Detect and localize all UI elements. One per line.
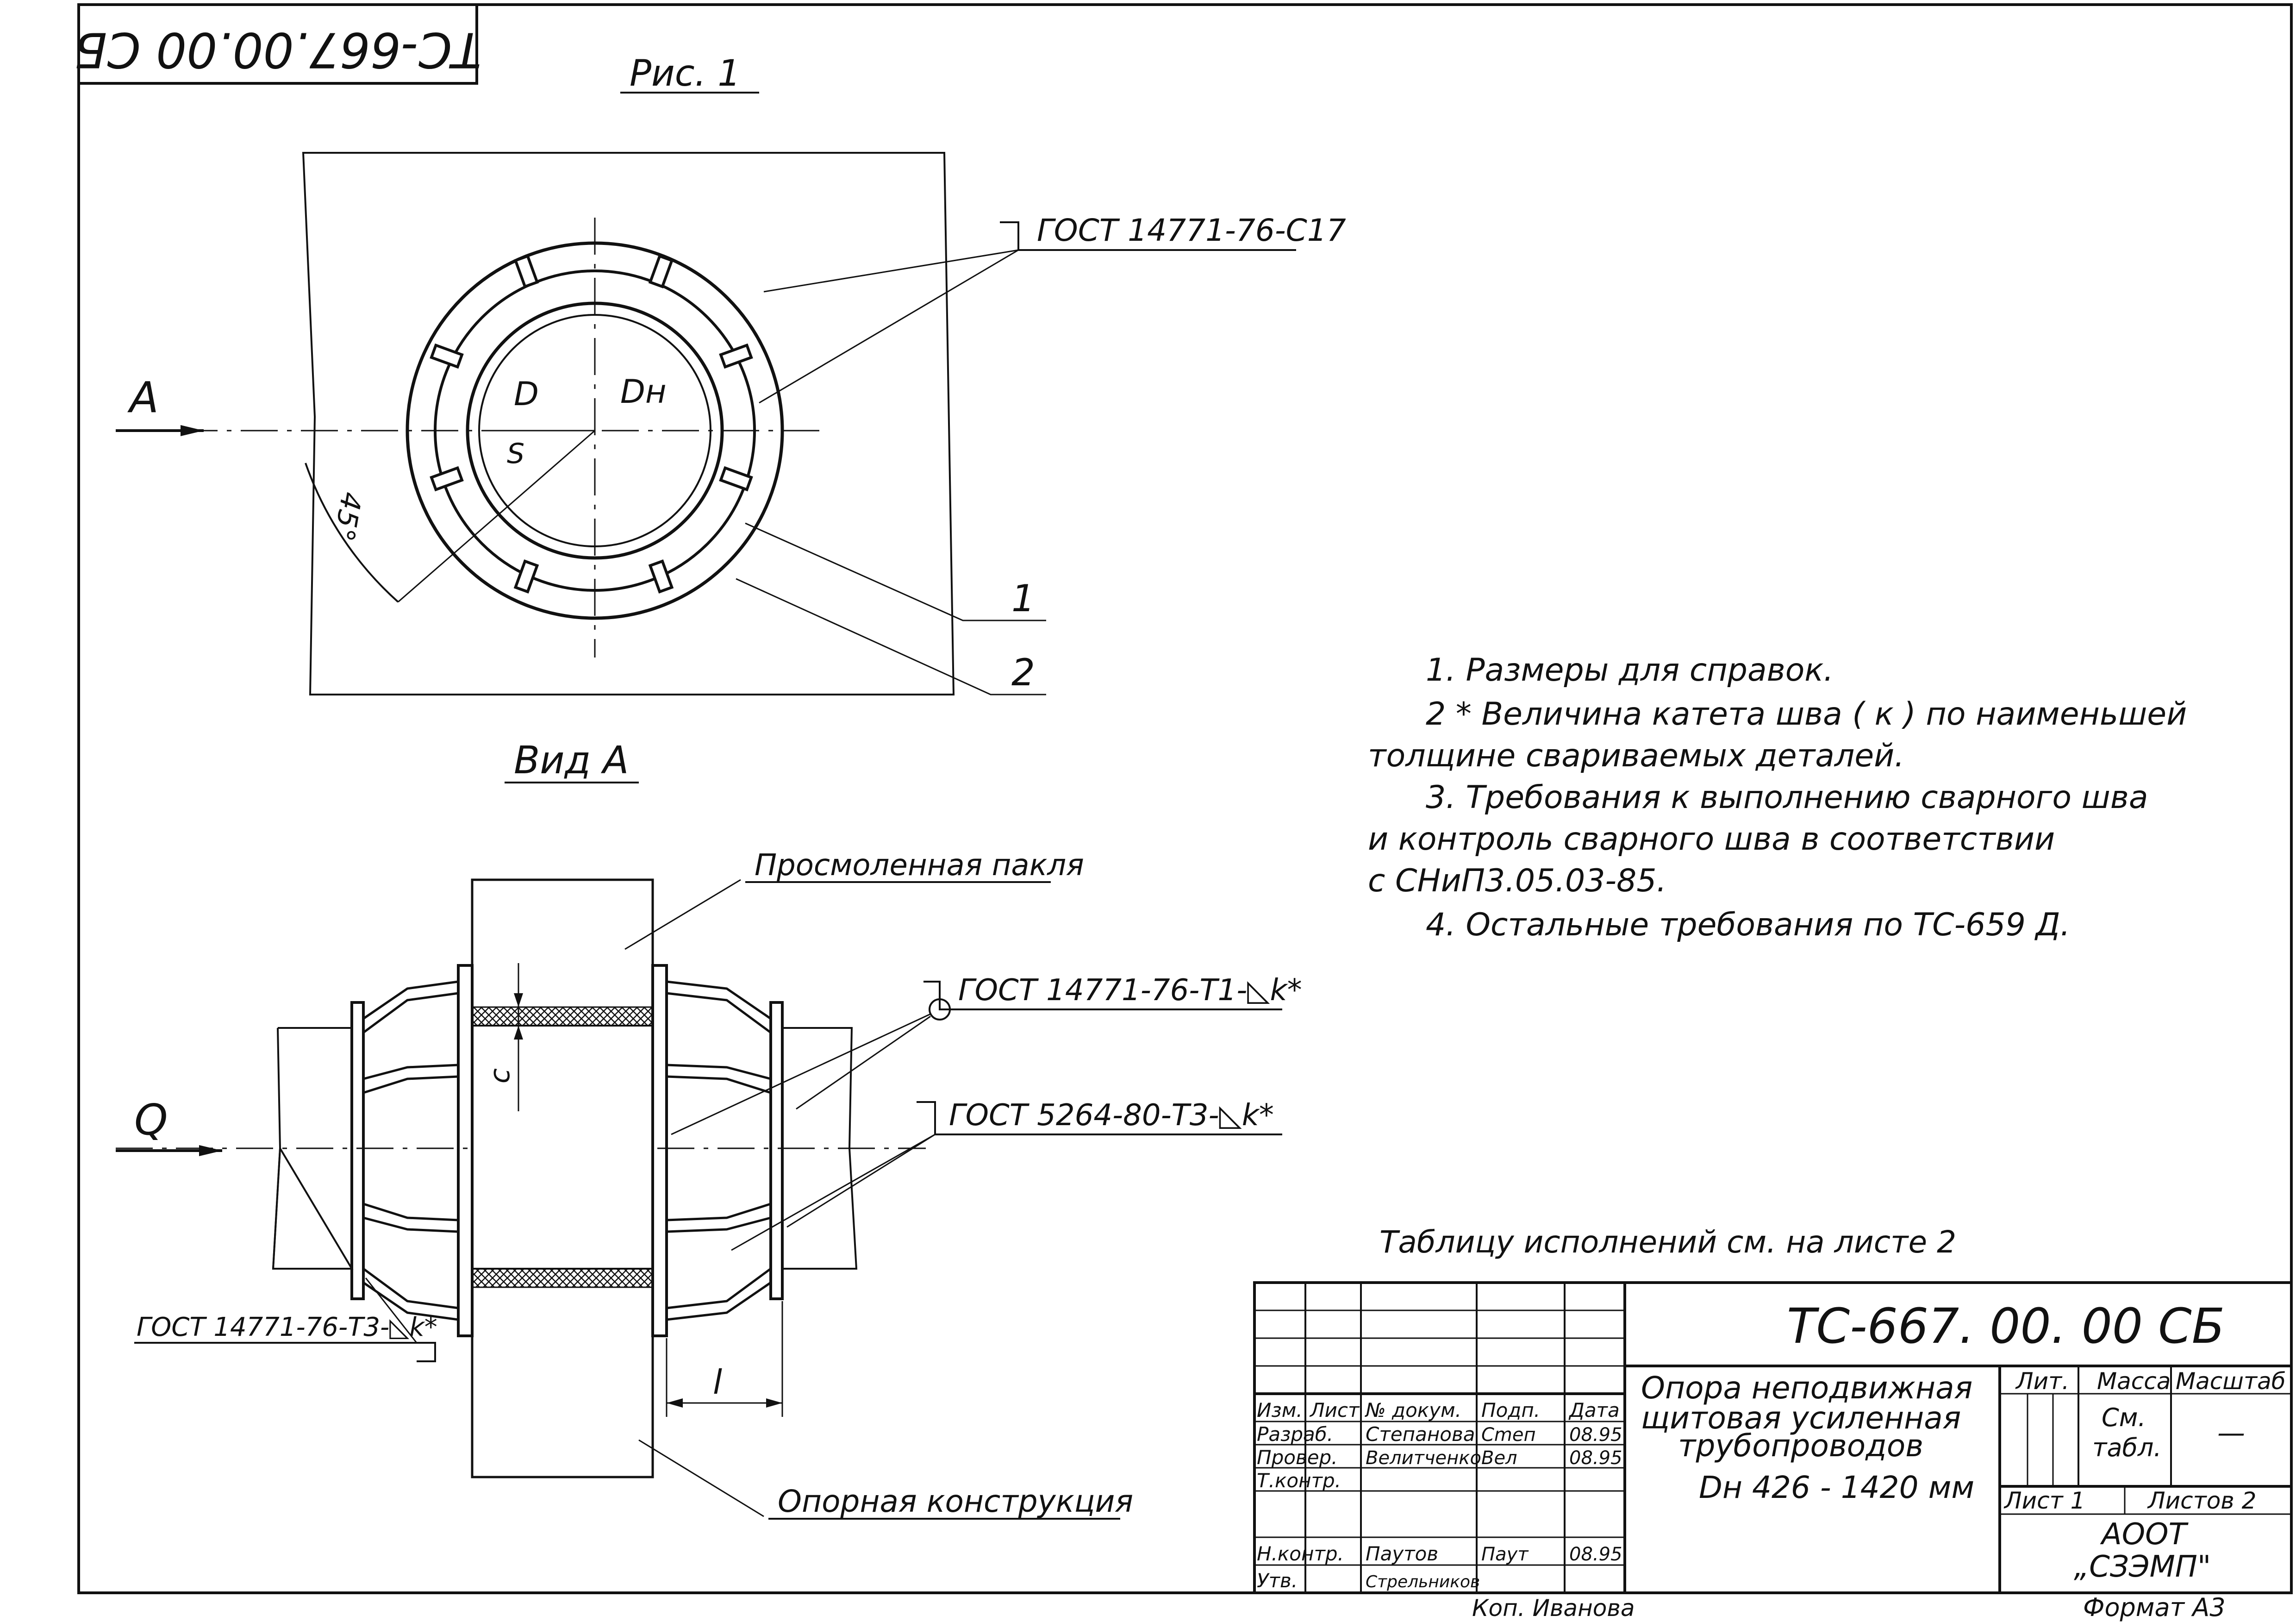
scale-label: Масштаб [2176,1368,2286,1395]
org-line-2: „СЗЭМП" [2074,1550,2211,1584]
hdr-doc: № докум. [1365,1399,1461,1422]
copied-by: Коп. Иванова [1472,1595,1635,1622]
weld-callout-t3-14771: ГОСТ 14771-76-Т3-◺k* [137,1312,437,1342]
dim-dn-label: Dн [620,373,667,411]
dim-s-label: S [507,438,524,470]
name-line-2: щитовая усиленная [1641,1400,1961,1436]
note-3c: с СНиП3.05.03-85. [1368,863,1666,899]
sheet-label: Лист 1 [2003,1487,2085,1514]
row-utv-name: Стрельников [1366,1572,1480,1591]
note-3b: и контроль сварного шва в соответствии [1368,821,2055,858]
row-nkontr-sign: Паут [1481,1544,1529,1565]
format-label: Формат А3 [2083,1593,2226,1622]
org-line-1: АООТ [2100,1517,2189,1552]
dim-d-label: D [514,375,539,413]
figure-label: Рис. 1 [630,53,741,94]
row-prover-name: Велитченко [1366,1447,1481,1469]
hdr-izm: Изм. [1257,1399,1303,1422]
name-line-3: трубопроводов [1678,1428,1923,1464]
section-drawing: Q c l Просмоленная пакля Опорная констру… [116,848,1302,1520]
row-utv-role: Утв. [1257,1569,1298,1592]
note-3: 3. Требования к выполнению сварного шва [1426,779,2148,816]
row-nkontr-role: Н.контр. [1257,1542,1344,1565]
technical-notes: 1. Размеры для справок. 2 * Величина кат… [1368,652,2187,943]
row-nkontr-date: 08.95 [1569,1544,1622,1565]
row-tkontr-role: Т.контр. [1257,1469,1341,1492]
label-tow: Просмоленная пакля [755,848,1084,883]
mass-value-1: См. [2102,1403,2146,1432]
arrow-q-label: Q [134,1095,168,1145]
row-razrab-role: Разраб. [1257,1423,1333,1446]
row-razrab-sign: Cmeп [1481,1424,1536,1446]
sheets-label: Листов 2 [2147,1487,2256,1514]
view-a-title: Вид А [514,739,629,783]
lit-label: Лит. [2015,1368,2069,1395]
stamp-code: ТС-667.00.00 СБ [74,22,481,78]
angle-45-label: 45° [327,489,368,544]
row-prover-date: 08.95 [1569,1447,1622,1469]
doc-code: ТС-667. 00. 00 СБ [1787,1298,2225,1354]
dim-c-label: c [484,1068,516,1083]
weld-callout-c17: ГОСТ 14771-76-С17 [1037,213,1346,248]
mass-value-2: табл. [2092,1433,2162,1462]
note-2: 2 * Величина катета шва ( к ) по наимень… [1426,696,2187,733]
hdr-sign: Подп. [1481,1399,1540,1422]
note-4: 4. Остальные требования по ТС-659 Д. [1426,907,2070,943]
title-block: ТС-667. 00. 00 СБ Опора неподвижная щито… [1253,1281,2293,1594]
table-note: Таблицу исполнений см. на листе 2 [1379,1224,1956,1260]
mirrored-stamp: ТС-667.00.00 СБ [74,3,481,85]
row-nkontr-name: Паутов [1366,1542,1438,1565]
view-a-drawing: A 45° D Dн S ГОСТ 14771-76-С17 1 2 [116,152,1346,695]
name-line-1: Опора неподвижная [1641,1370,1972,1406]
label-support: Опорная конструкция [778,1484,1133,1519]
leader-1: 1 [1011,577,1035,620]
row-razrab-date: 08.95 [1569,1424,1622,1446]
dim-l-label: l [713,1363,722,1402]
sheet-frame [77,3,2293,1594]
row-razrab-name: Степанова [1366,1423,1475,1446]
arrow-a-label: A [127,373,159,422]
note-1: 1. Размеры для справок. [1426,652,1834,689]
hdr-list: Лист [1309,1399,1360,1422]
mass-label: Масса [2097,1368,2171,1395]
leader-2: 2 [1011,651,1035,694]
weld-callout-t3-5264: ГОСТ 5264-80-Т3-◺k* [949,1098,1274,1133]
note-2b: толщине свариваемых деталей. [1368,738,1904,774]
weld-callout-t1: ГОСТ 14771-76-Т1-◺k* [958,973,1302,1008]
row-prover-role: Провер. [1257,1446,1338,1469]
row-prover-sign: Вел [1481,1447,1517,1469]
scale-value: — [2217,1417,2245,1449]
hdr-date: Дата [1568,1399,1620,1422]
name-line-4: Dн 426 - 1420 мм [1699,1470,1974,1505]
